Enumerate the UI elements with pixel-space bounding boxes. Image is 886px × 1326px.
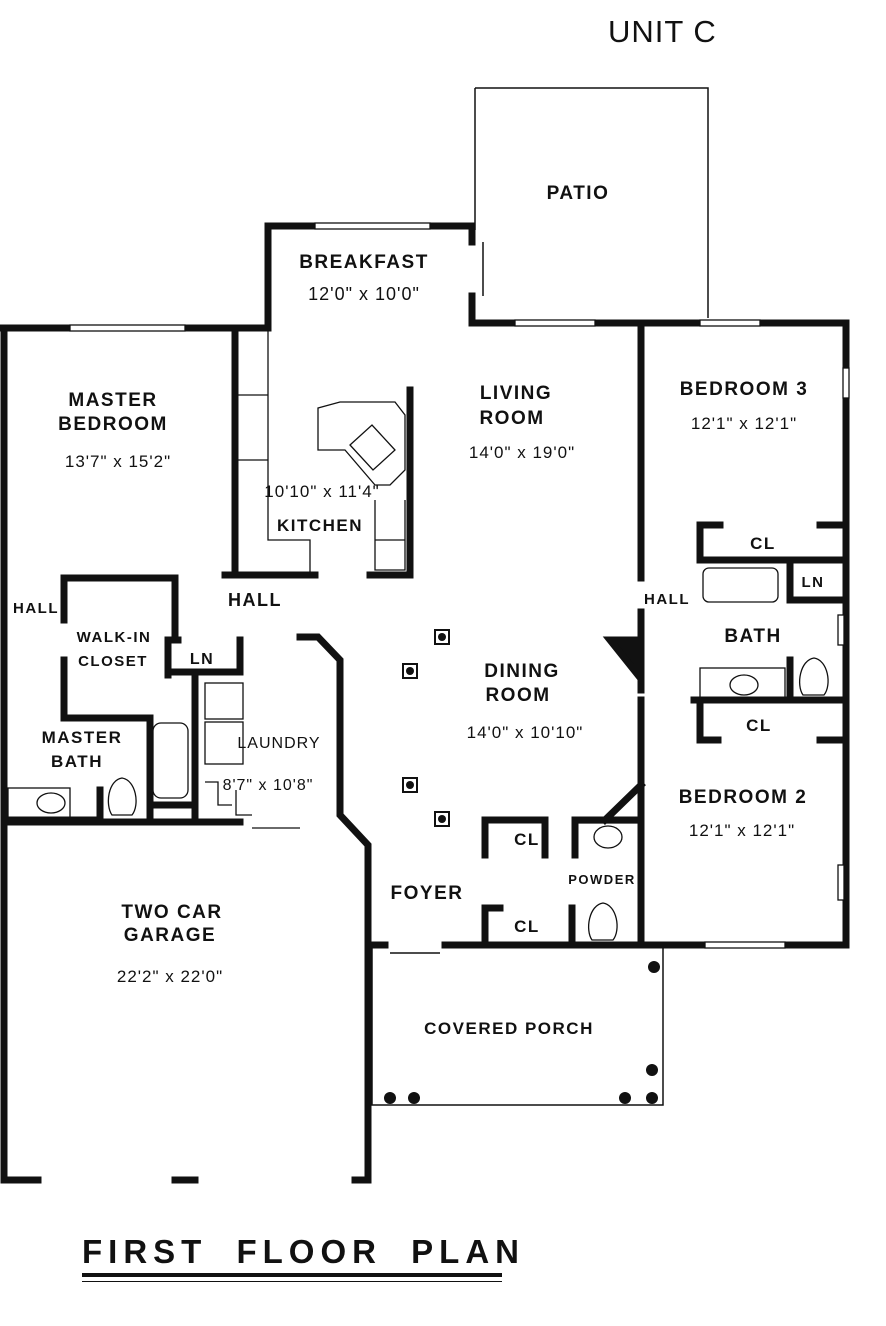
bedroom3-label: BEDROOM 3 — [680, 379, 809, 400]
laundry-appliances — [204, 682, 300, 829]
title-underline — [82, 1273, 502, 1277]
unit-label: UNIT C — [608, 14, 717, 49]
plan-title: FIRST FLOOR PLAN — [82, 1233, 525, 1270]
cl-bed3-label: CL — [750, 534, 776, 553]
bedroom3-size: 12'1" x 12'1" — [691, 414, 797, 433]
garage-label-1: TWO CAR — [121, 902, 222, 923]
dining-room-label-1: DINING — [484, 661, 560, 682]
kitchen-size: 10'10" x 11'4" — [264, 482, 379, 501]
master-bedroom-label-1: MASTER — [68, 390, 157, 411]
garage-size: 22'2" x 22'0" — [117, 967, 223, 986]
master-bath-label-1: MASTER — [42, 728, 123, 747]
walls — [0, 222, 850, 1184]
cl-bed2-label: CL — [746, 716, 772, 735]
dining-room-size: 14'0" x 10'10" — [467, 723, 584, 742]
hall-left-label: HALL — [13, 600, 59, 617]
living-room-label-2: ROOM — [479, 408, 544, 429]
powder-label: POWDER — [568, 872, 636, 887]
title-underline-thin — [82, 1281, 502, 1282]
master-bedroom-label-2: BEDROOM — [58, 414, 168, 435]
windows — [69, 222, 850, 949]
foyer-label: FOYER — [391, 883, 464, 904]
porch-outline — [371, 948, 664, 1106]
ln-right-label: LN — [802, 574, 825, 591]
kitchen-label: KITCHEN — [277, 516, 363, 535]
living-room-size: 14'0" x 19'0" — [469, 443, 575, 462]
covered-porch-label: COVERED PORCH — [424, 1019, 594, 1038]
kitchen-counters — [238, 330, 406, 575]
bedroom2-size: 12'1" x 12'1" — [689, 821, 795, 840]
walkin-closet-label-2: CLOSET — [78, 653, 148, 670]
master-bath-label-2: BATH — [51, 752, 103, 771]
breakfast-label: BREAKFAST — [299, 252, 429, 273]
patio-outline — [474, 87, 709, 318]
master-bedroom-size: 13'7" x 15'2" — [65, 452, 171, 471]
living-room-label-1: LIVING — [480, 383, 552, 404]
porch-columns — [384, 961, 660, 1104]
garage-label-2: GARAGE — [124, 925, 216, 946]
hall-right-label: HALL — [644, 591, 690, 608]
laundry-label: LAUNDRY — [237, 735, 320, 752]
bath-fixtures — [7, 567, 829, 941]
hall-center-label: HALL — [228, 590, 282, 610]
bedroom2-label: BEDROOM 2 — [679, 787, 808, 808]
laundry-size: 8'7" x 10'8" — [223, 777, 314, 794]
breakfast-size: 12'0" x 10'0" — [308, 284, 420, 304]
walkin-closet-label-1: WALK-IN — [77, 629, 152, 646]
dining-room-label-2: ROOM — [485, 685, 550, 706]
dining-columns — [402, 629, 450, 827]
ln-left-label: LN — [190, 651, 214, 668]
patio-label: PATIO — [547, 183, 610, 204]
cl-foyer-bottom-label: CL — [514, 917, 540, 936]
cl-foyer-top-label: CL — [514, 830, 540, 849]
bath-label: BATH — [724, 626, 781, 647]
